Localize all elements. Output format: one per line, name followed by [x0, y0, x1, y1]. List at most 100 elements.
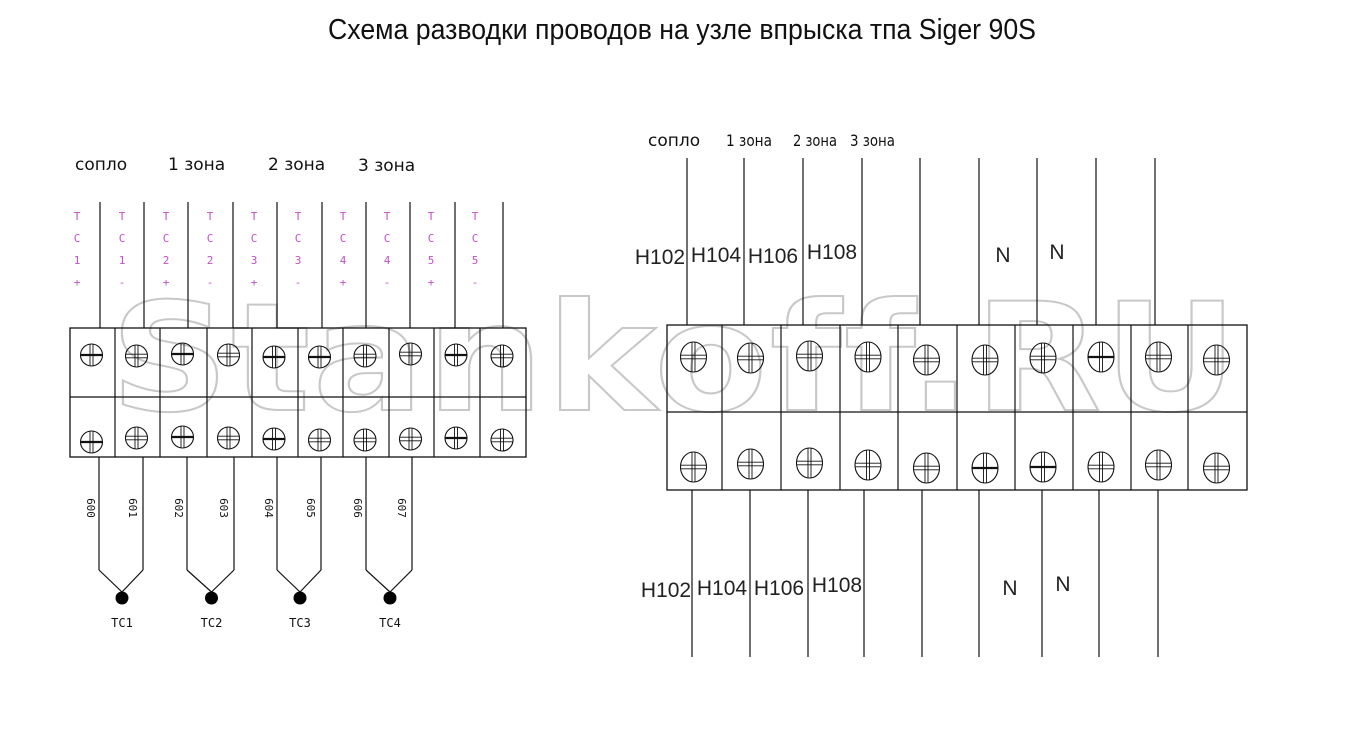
- wire-number: 601: [126, 498, 139, 518]
- tc-label-char: T: [472, 210, 479, 223]
- tc-label: TC 2 -: [207, 210, 214, 289]
- bottom-wire-label: H104: [697, 577, 748, 600]
- zone-label-2: 2 зона: [268, 155, 325, 175]
- tc-label-char: +: [340, 276, 347, 289]
- screw-terminal-icon: [490, 428, 514, 452]
- tc-junction-line: [211, 569, 235, 593]
- screw-terminal-icon: [1202, 452, 1231, 484]
- screw-head: [398, 427, 423, 451]
- screw-terminal-icon: [307, 345, 332, 369]
- screw-terminal-icon: [170, 425, 195, 449]
- top-wire-label: N: [995, 244, 1010, 267]
- tc-label-char: -: [207, 276, 214, 289]
- thermocouple-junction-dot: [115, 591, 129, 605]
- screw-terminal-icon: [490, 344, 514, 368]
- tc-label-char: 3: [251, 254, 258, 267]
- zone-label-2-right: 2 зона: [793, 131, 837, 150]
- screw-terminal-icon: [679, 341, 708, 373]
- tc-label-char: 4: [384, 254, 391, 267]
- tc-label-char: C: [340, 232, 347, 245]
- tc-label: TC2+: [163, 210, 170, 289]
- diagram-title: Схема разводки проводов на узле впрыска …: [328, 14, 1036, 46]
- tc-label-char: +: [251, 276, 258, 289]
- wire-number: 607: [395, 498, 408, 518]
- tc-label-char: 1: [74, 254, 81, 267]
- tc-label: TC1-: [119, 210, 126, 289]
- tc-label-char: C: [384, 232, 391, 245]
- tc-junction-line: [276, 569, 301, 593]
- screw-head: [679, 341, 708, 373]
- wire-number: 600: [84, 498, 97, 518]
- watermark: Stankoff.RU: [110, 272, 1240, 446]
- top-wire-label: H106: [748, 245, 798, 268]
- zone-label-nozzle: сопло: [75, 155, 127, 175]
- screw-terminal-icon: [795, 340, 824, 372]
- tc-label-char: 2: [207, 254, 214, 267]
- tc-junction-line: [389, 569, 413, 593]
- tc-label-char: C: [163, 232, 170, 245]
- tc-label-char: -: [295, 276, 302, 289]
- screw-head: [353, 428, 377, 452]
- screw-head: [912, 452, 941, 484]
- tc-label: TC5+: [428, 210, 435, 289]
- tc-junction-line: [299, 569, 322, 593]
- bottom-wire-label: H108: [812, 574, 862, 597]
- screw-head: [1202, 452, 1231, 484]
- tc-label: TC4-: [384, 210, 391, 289]
- screw-terminal-icon: [971, 344, 999, 376]
- screw-terminal-icon: [912, 344, 941, 376]
- zone-label-1: 1 зона: [168, 155, 225, 175]
- screw-terminal-icon: [79, 343, 104, 367]
- wire-number: 605: [304, 498, 317, 518]
- screw-terminal-icon: [170, 342, 195, 366]
- tc-label-char: T: [428, 210, 435, 223]
- screw-head: [1029, 342, 1057, 374]
- screw-head: [912, 344, 941, 376]
- tc-label-char: C: [207, 232, 214, 245]
- right-zone-labels: сопло 1 зона 2 зона 3 зона: [648, 131, 895, 151]
- bottom-wire-label: N: [1002, 577, 1017, 600]
- tc-label-char: T: [251, 210, 258, 223]
- tc-label-char: 5: [428, 254, 435, 267]
- screw-terminal-icon: [1087, 341, 1115, 373]
- tc-label-char: +: [428, 276, 435, 289]
- tc-label-char: C: [472, 232, 479, 245]
- tc-label: TC3-: [295, 210, 302, 289]
- tc-label: TC 3 +: [251, 210, 258, 289]
- tc-junction-line: [186, 569, 212, 593]
- screw-head: [795, 340, 824, 372]
- left-terminal-block: TC1+TC1-TC2+TC2-TC3+TC3-TC4+TC4-TC5+TC5-: [69, 202, 527, 458]
- screw-terminal-icon: [854, 341, 882, 373]
- wire-number: 603: [217, 498, 230, 518]
- tc-label: TC1+: [74, 210, 81, 289]
- screw-head: [490, 428, 514, 452]
- tc-label-char: 1: [119, 254, 126, 267]
- tc-label-char: T: [207, 210, 214, 223]
- tc-label-char: C: [251, 232, 258, 245]
- screw-head: [854, 341, 882, 373]
- tc-label-char: T: [340, 210, 347, 223]
- screw-terminal-icon: [444, 426, 468, 450]
- bottom-wire-label: N: [1055, 573, 1070, 596]
- screw-terminal-icon: [679, 451, 708, 483]
- tc-label-char: C: [74, 232, 81, 245]
- tc-label-char: -: [472, 276, 479, 289]
- bottom-wire-label: H102: [641, 579, 691, 602]
- tc-label-char: 5: [472, 254, 479, 267]
- top-wire-label: H102: [635, 246, 685, 269]
- screw-terminal-icon: [854, 449, 882, 481]
- screw-terminal-icon: [971, 452, 999, 484]
- screw-terminal-icon: [1087, 451, 1115, 483]
- tc-label-char: T: [163, 210, 170, 223]
- wire-number: 602: [172, 498, 185, 518]
- screw-terminal-icon: [1029, 451, 1057, 483]
- tc-label-char: 2: [163, 254, 170, 267]
- screw-terminal-icon: [262, 345, 286, 369]
- tc-label-char: C: [119, 232, 126, 245]
- tc-label-char: -: [384, 276, 391, 289]
- screw-terminal-icon: [912, 452, 941, 484]
- screw-head: [124, 426, 149, 450]
- screw-terminal-icon: [444, 343, 468, 367]
- thermocouple-label: TC3: [289, 616, 311, 630]
